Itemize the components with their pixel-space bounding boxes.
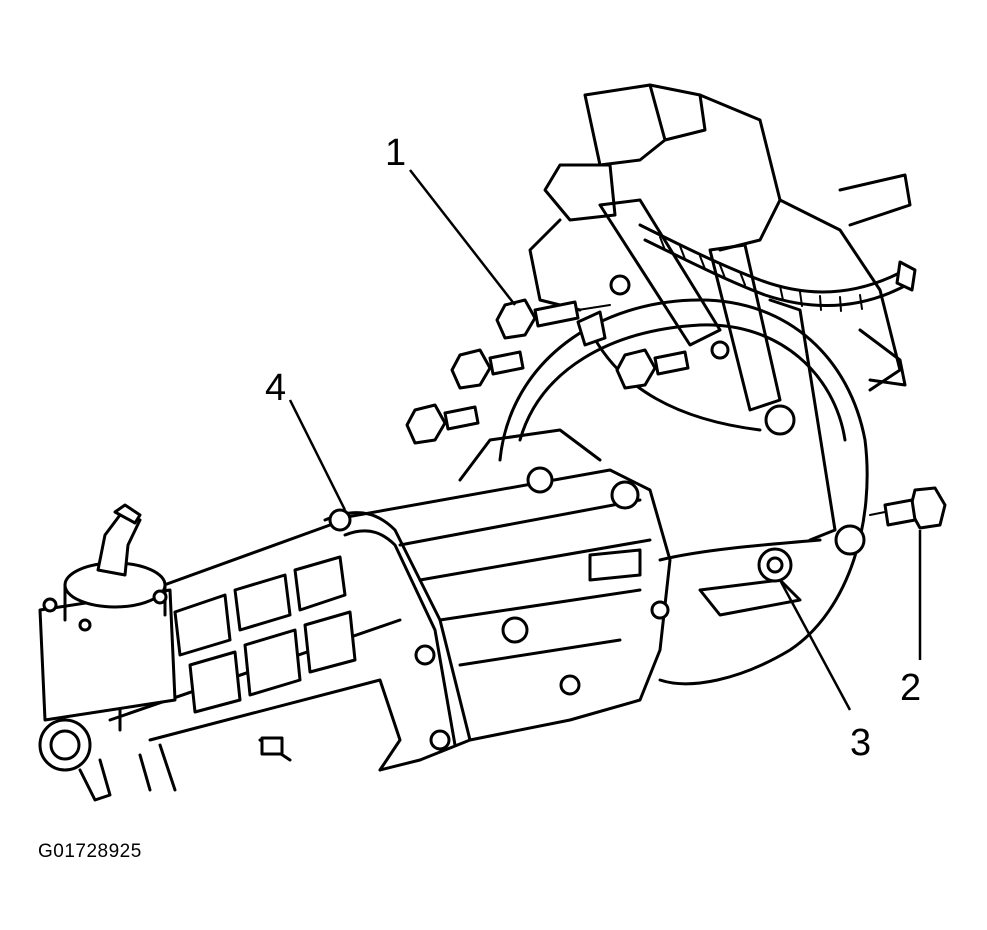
shifter-tower <box>38 503 177 802</box>
extension-housing <box>93 523 402 792</box>
bolt-2 <box>869 486 947 530</box>
callout-3: 3 <box>850 722 871 764</box>
spacer-1 <box>576 310 607 347</box>
transmission-case <box>323 428 672 772</box>
figure-id: G01728925 <box>38 841 142 862</box>
bolt-group-1 <box>405 298 690 445</box>
bolt-1b <box>450 348 525 390</box>
callout-2: 2 <box>900 667 921 709</box>
bellhousing <box>498 198 869 686</box>
nut-3 <box>757 547 793 583</box>
bolt-1d <box>615 348 690 390</box>
wiring-harness <box>638 223 917 312</box>
callout-1: 1 <box>385 132 406 174</box>
leader-line-1 <box>409 169 516 306</box>
bolt-1a <box>495 298 611 340</box>
bolt-1c <box>405 403 480 445</box>
leader-line-3 <box>778 579 852 711</box>
leader-line-4 <box>288 399 347 511</box>
callout-4: 4 <box>265 367 286 409</box>
